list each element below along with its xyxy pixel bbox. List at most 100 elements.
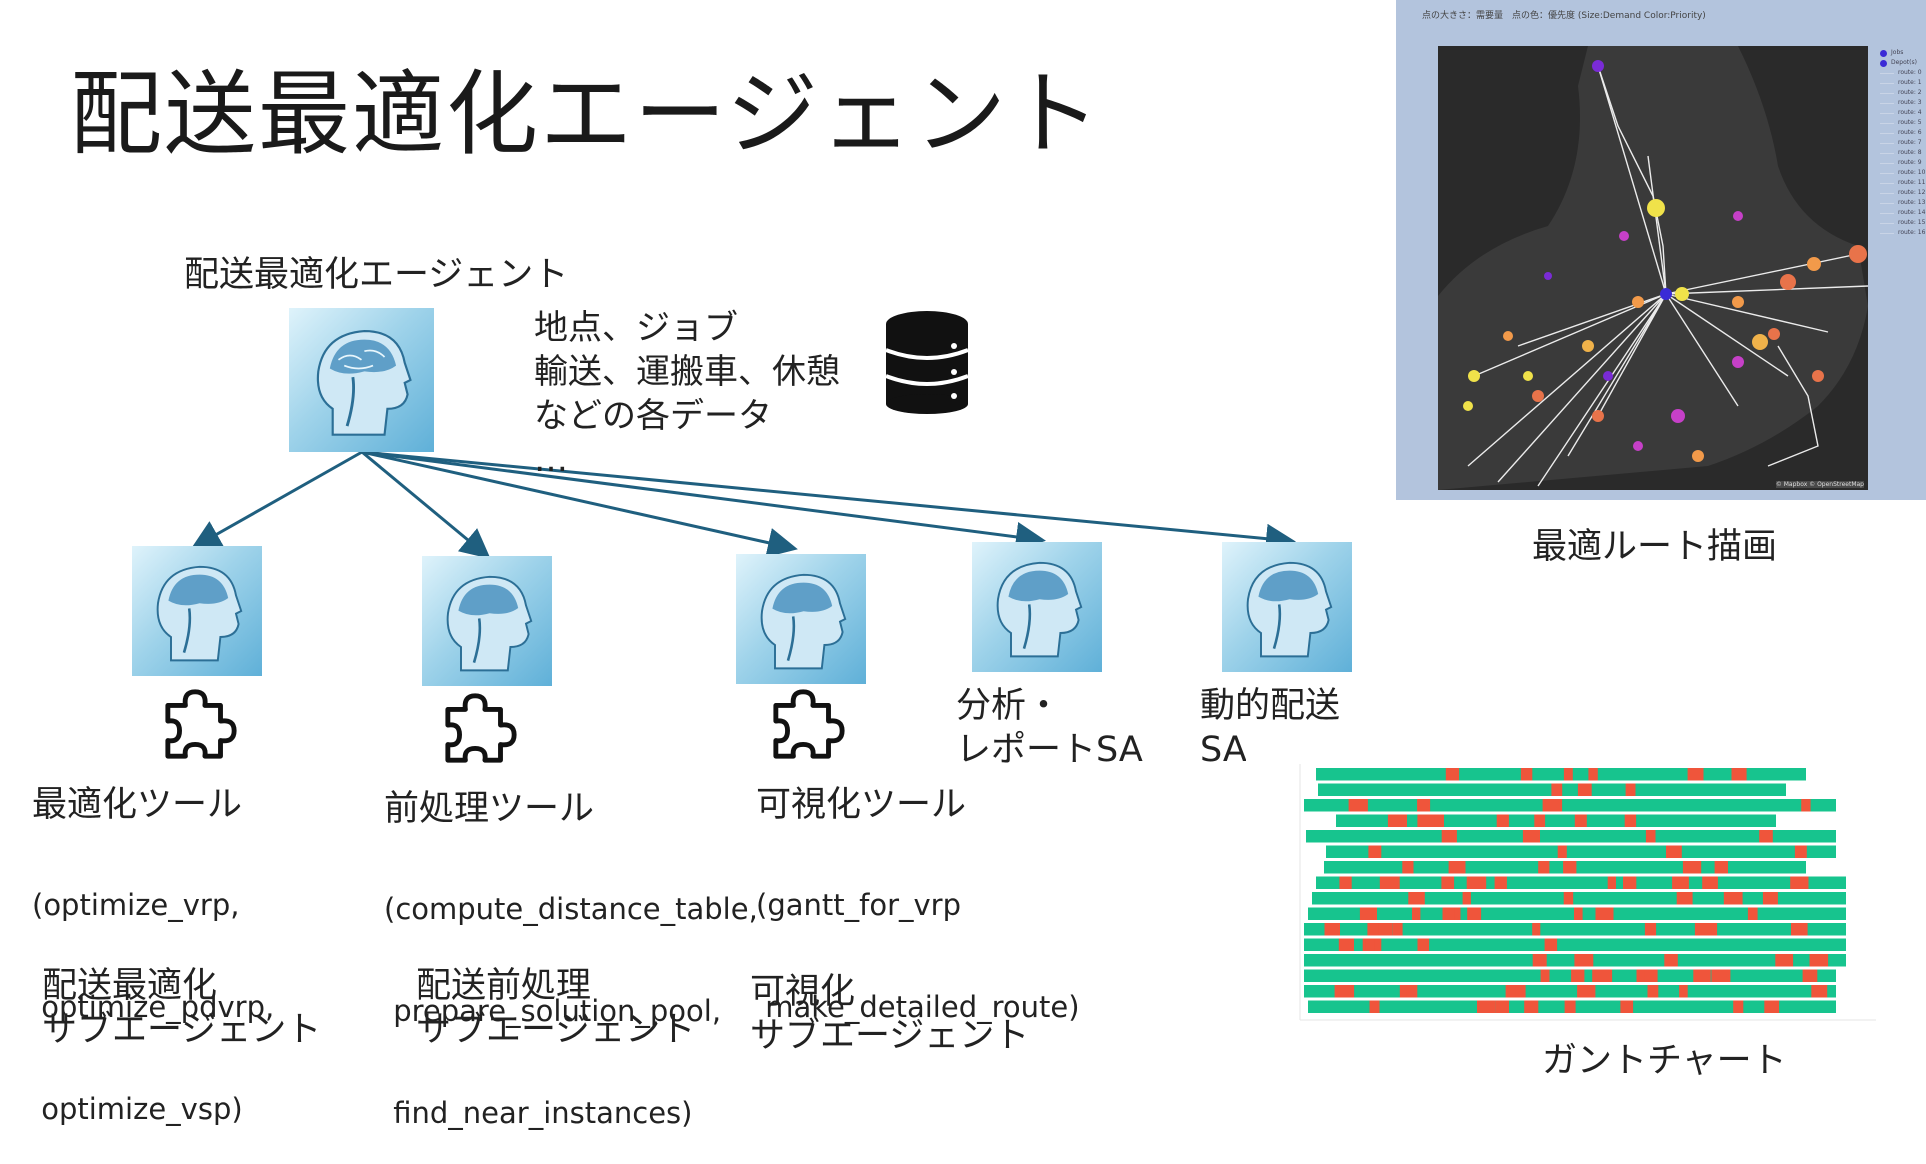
legend-line	[1880, 192, 1894, 194]
legend-line	[1880, 112, 1894, 114]
subagent-3-name: 可視化 サブエージェント	[750, 970, 1029, 1058]
tool-item: make_detailed_route)	[756, 990, 1080, 1024]
tool-item: prepare_solution_pool,	[384, 994, 722, 1028]
legend-label: route: 16	[1898, 229, 1926, 236]
subagent-4-brain-head-icon	[972, 542, 1102, 672]
legend-label: route: 13	[1898, 199, 1926, 206]
gantt-break-segment	[1574, 907, 1583, 920]
gantt-break-segment	[1379, 876, 1400, 889]
legend-label: route: 3	[1898, 99, 1922, 106]
gantt-break-segment	[1571, 969, 1585, 982]
gantt-break-segment	[1417, 799, 1431, 812]
subagent-3-tool-title: 可視化ツール	[756, 785, 967, 825]
legend-label: route: 1	[1898, 79, 1922, 86]
gantt-break-segment	[1563, 861, 1577, 874]
gantt-break-segment	[1348, 799, 1368, 812]
legend-line	[1880, 142, 1894, 144]
legend-line	[1880, 212, 1894, 214]
arrow-to-subagent-4	[361, 450, 1046, 552]
gantt-break-segment	[1607, 876, 1616, 889]
subagent-5-name: 動的配送 SA	[1200, 684, 1340, 772]
gantt-break-segment	[1644, 969, 1658, 982]
legend-line	[1880, 202, 1894, 204]
name-line: 可視化	[750, 972, 856, 1012]
gantt-task-bar	[1304, 938, 1846, 951]
name-line: サブエージェント	[416, 1010, 696, 1050]
tool-item: (gantt_for_vrp	[756, 888, 961, 922]
gantt-break-segment	[1496, 1000, 1509, 1013]
gantt-break-segment	[1588, 768, 1598, 781]
gantt-break-segment	[1334, 985, 1355, 998]
tool-item: optimize_vsp)	[32, 1092, 243, 1126]
gantt-break-segment	[1574, 814, 1587, 827]
gantt-break-segment	[1733, 1000, 1744, 1013]
gantt-break-segment	[1441, 876, 1455, 889]
gantt-break-segment	[1577, 783, 1592, 796]
route-map-panel: 点の大きさ：需要量 点の色：優先度 (Size:Demand Color:Pri…	[1396, 0, 1926, 500]
legend-marker	[1880, 59, 1887, 67]
subagent-1-name: 配送最適化 サブエージェント	[42, 964, 321, 1052]
legend-line	[1880, 152, 1894, 154]
gantt-break-segment	[1534, 814, 1546, 827]
gantt-task-bar	[1312, 892, 1846, 905]
map-caption: 最適ルート描画	[1532, 527, 1778, 567]
gantt-break-segment	[1441, 830, 1457, 843]
legend-label: route: 0	[1898, 69, 1922, 76]
name-line: サブエージェント	[750, 1016, 1030, 1056]
gantt-break-segment	[1801, 799, 1811, 812]
name-line: 動的配送	[1200, 686, 1341, 726]
gantt-break-segment	[1339, 876, 1352, 889]
gantt-break-segment	[1775, 954, 1792, 967]
gantt-break-segment	[1406, 985, 1418, 998]
gantt-break-segment	[1702, 876, 1718, 889]
gantt-break-segment	[1644, 923, 1657, 936]
gantt-break-segment	[1467, 907, 1482, 920]
tool-item: (optimize_vrp,	[32, 888, 240, 922]
gantt-break-segment	[1564, 1000, 1576, 1013]
subagent-1-tool-items: (optimize_vrp, optimize_pdvrp, optimize_…	[32, 820, 274, 1160]
gantt-break-segment	[1448, 861, 1466, 874]
name-line: レポートSA	[956, 730, 1143, 770]
map-credit: © Mapbox © OpenStreetMap	[1775, 481, 1864, 488]
connector-arrows	[190, 450, 1296, 559]
gantt-break-segment	[1592, 969, 1613, 982]
root-data-description: 地点、ジョブ 輸送、運搬車、休憩 などの各データ …	[534, 306, 840, 482]
gantt-break-segment	[1445, 768, 1460, 781]
gantt-break-segment	[1417, 938, 1430, 951]
gantt-break-segment	[1368, 907, 1377, 920]
legend-line	[1880, 102, 1894, 104]
legend-label: route: 10	[1898, 169, 1926, 176]
gantt-break-segment	[1703, 923, 1718, 936]
gantt-break-segment	[1557, 845, 1567, 858]
gantt-break-segment	[1365, 938, 1375, 951]
gantt-break-segment	[1624, 814, 1637, 827]
subagent-1-brain-head-icon	[132, 546, 262, 676]
gantt-task-bar	[1304, 985, 1836, 998]
gantt-break-segment	[1542, 799, 1563, 812]
gantt-break-segment	[1412, 907, 1421, 920]
legend-line	[1880, 182, 1894, 184]
gantt-caption: ガントチャート	[1542, 1041, 1787, 1081]
gantt-break-segment	[1359, 907, 1373, 920]
gantt-break-segment	[1759, 830, 1773, 843]
puzzle-icon	[165, 689, 237, 759]
gantt-break-segment	[1687, 768, 1704, 781]
root-agent-brain-head-icon	[289, 308, 434, 452]
puzzle-icon	[773, 689, 845, 759]
arrow-to-subagent-3	[361, 450, 798, 558]
subagent-4-name: 分析・ レポートSA	[956, 684, 1143, 772]
gantt-break-segment	[1369, 1000, 1380, 1013]
gantt-break-segment	[1790, 876, 1809, 889]
legend-line	[1880, 232, 1894, 234]
legend-label: route: 15	[1898, 219, 1926, 226]
legend-label: route: 12	[1898, 189, 1926, 196]
gantt-break-segment	[1577, 985, 1586, 998]
gantt-break-segment	[1417, 814, 1435, 827]
gantt-break-segment	[1664, 954, 1678, 967]
name-line: SA	[1200, 730, 1247, 770]
gantt-break-segment	[1324, 923, 1340, 936]
gantt-break-segment	[1672, 876, 1689, 889]
data-line: などの各データ	[534, 396, 772, 436]
legend-label: Depot(s)	[1891, 59, 1917, 66]
gantt-task-bar	[1326, 845, 1836, 858]
